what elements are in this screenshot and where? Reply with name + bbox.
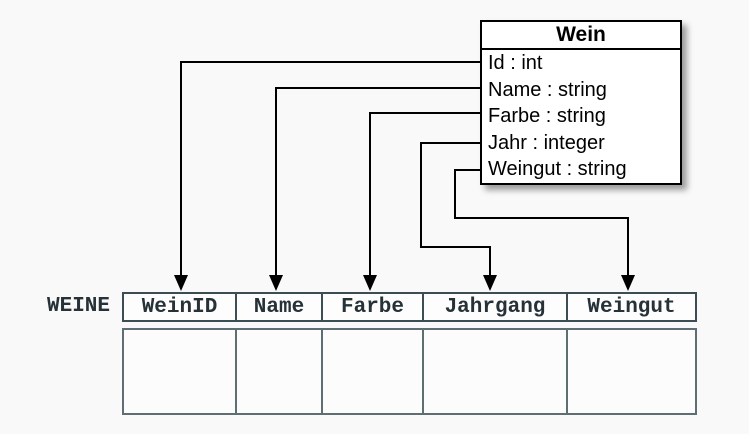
empty-cell-farbe [323, 330, 424, 413]
connector-weingut-to-weingut [454, 169, 635, 291]
class-attribute-farbe: Farbe : string [488, 105, 606, 128]
column-header-weingut: Weingut [587, 295, 676, 319]
table-header-row: WeinID Name Farbe Jahrgang Weingut [122, 292, 697, 322]
empty-cell-jahrgang [424, 330, 568, 413]
class-attribute-name: Name : string [488, 78, 607, 101]
table-empty-row [122, 328, 697, 415]
empty-cell-weinid [124, 330, 237, 413]
table-name-label: WEINE [46, 295, 110, 318]
class-attribute-id: Id : int [488, 52, 543, 74]
uml-class-wein: Wein Id : int Name : string Farbe : stri… [480, 20, 682, 185]
column-header-farbe: Farbe [323, 294, 424, 320]
class-attribute-weingut: Weingut : string [488, 158, 627, 181]
class-attribute-jahr: Jahr : integer [488, 131, 605, 154]
column-header-jahrgang: Jahrgang [424, 294, 568, 320]
empty-cell-name [237, 330, 323, 413]
connector-farbe-to-farbe [363, 112, 480, 291]
column-header-name: Name [237, 294, 323, 320]
connector-name-to-name [269, 87, 480, 291]
connector-id-to-weinid [174, 61, 480, 291]
class-title: Wein [482, 22, 680, 50]
empty-cell-weingut [568, 330, 695, 413]
column-header-weinid: WeinID [124, 294, 237, 320]
class-attribute-list: Id : int Name : string Farbe : string Ja… [482, 50, 680, 183]
